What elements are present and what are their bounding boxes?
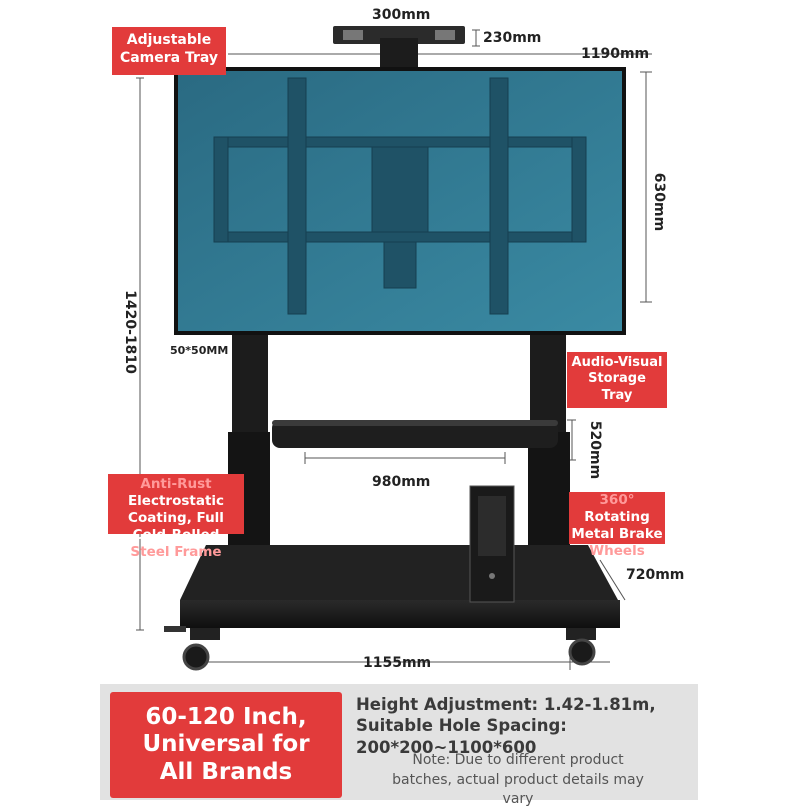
promo-line: All Brands [159,758,293,785]
callout-line: Tray [601,387,633,403]
callout-line: Cold-Rolled [132,526,220,543]
callout-line: Camera Tray [119,49,219,66]
spec-text: Height Adjustment: 1.42-1.81m, Suitable … [356,694,686,758]
disclaimer-note: Note: Due to different product batches, … [358,751,678,810]
base [180,545,620,628]
spec-line: Height Adjustment: 1.42-1.81m, [356,695,656,714]
base-width-label: 1155mm [363,655,432,671]
spec-line: 200*200~1100*600 [356,737,537,757]
frame-callout: Anti-Rust Electrostatic Coating, Full Co… [108,474,244,560]
camera-tray-callout: Adjustable Camera Tray [112,27,226,75]
callout-line: Steel Frame [130,543,222,560]
screen-height-label: 630mm [651,172,668,232]
note-line: batches, actual product details may [392,771,644,788]
pc-tower [469,485,515,603]
callout-line: Adjustable [126,32,212,48]
shelf-height-label: 520mm [587,420,604,480]
callout-line: Rotating [584,508,650,525]
base-depth-label: 720mm [626,567,685,583]
callout-line: Anti-Rust [140,476,212,492]
callout-line: 360° [599,492,635,508]
camera-tray [333,26,465,72]
note-line: Note: Due to different product [412,752,624,768]
promo-line: Universal for [142,731,310,758]
shelf-width-label: 980mm [372,474,431,490]
callout-line: Audio-Visual [571,355,663,370]
tray-width-label: 300mm [372,7,431,23]
top-width-label: 1190mm [581,46,650,62]
callout-line: Coating, Full [128,509,224,526]
spec-line: Suitable Hole Spacing: [356,716,567,736]
callout-line: Electrostatic [127,492,225,509]
pole-section-label: 50*50MM [170,344,229,357]
callout-line: Wheels [589,542,645,559]
tray-depth-label: 230mm [483,30,542,46]
mount-bracket [213,77,587,315]
callout-line: Metal Brake [571,525,663,542]
wheels [164,626,596,671]
callout-line: Storage [588,371,646,387]
promo-badge: 60-120 Inch, Universal for All Brands [110,692,342,798]
promo-line: 60-120 Inch, [145,703,307,730]
av-shelf [272,420,558,448]
total-height-label: 1420-1810 [121,290,138,374]
wheels-callout: 360° Rotating Metal Brake Wheels [569,492,665,559]
storage-tray-callout: Audio-Visual Storage Tray [567,352,667,408]
